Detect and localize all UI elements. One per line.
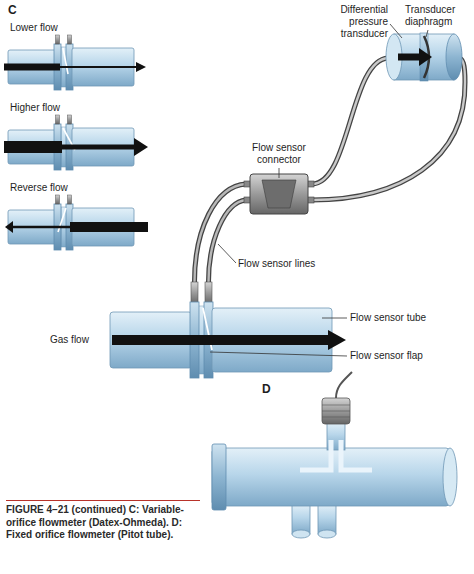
pitot-tube-flowmeter [322,417,350,418]
leader-lines [218,244,236,263]
flow-arrow [58,66,137,68]
leader-lines [322,318,347,319]
pitot-tube-flowmeter [322,411,350,412]
flow-arrow [12,226,72,229]
figure-caption: FIGURE 4–21 (continued) C: Variable-orif… [6,500,200,542]
pitot-tube-flowmeter [336,372,352,398]
flow-arrow [70,222,148,232]
flow-arrow [4,141,62,153]
part-label: Flow sensor tube [350,312,468,324]
flow-arrow [60,145,135,150]
flow-sensor-lines [195,58,466,282]
leader-lines [279,168,280,178]
flow-arrow [4,64,60,71]
flap [63,48,68,74]
condition-label: Reverse flow [10,182,100,194]
condition-label: Higher flow [10,102,100,114]
leader-lines [390,24,402,38]
flow-sensor-tube [191,282,198,304]
flow-sensor-lines [209,200,247,282]
part-label: Differential pressure transducer [322,4,388,40]
leader-lines [426,30,428,37]
flow-sensor-tube [110,282,346,378]
part-label: Flow sensor flap [350,350,468,362]
pitot-tube-flowmeter [212,372,457,538]
pitot-tube-flowmeter [300,440,331,470]
flap [58,208,66,232]
leader-lines [210,24,428,356]
pitot-tube-flowmeter [318,504,336,534]
leader-lines [210,352,347,356]
flow-sensor-lines [312,58,388,184]
pitot-tube-flowmeter [292,504,310,534]
higher-flow-tube [4,115,148,170]
differential-pressure-transducer [446,34,462,80]
part-label: Flow sensor lines [238,258,334,270]
pitot-tube-flowmeter [212,444,226,510]
panel-letter: D [262,383,282,395]
arrowhead [134,138,148,156]
flow-label: Gas flow [50,334,108,346]
gas-flow-arrow [112,335,330,345]
arrowhead [328,330,346,350]
pitot-tube-flowmeter [318,530,336,538]
panel-letter: C [8,4,28,16]
differential-pressure-transducer [394,34,454,80]
part-label: Flow sensor connector [246,142,312,166]
part-label: Transducer diaphragm [405,4,469,28]
pitot-tube-flowmeter [322,398,350,424]
pitot-tube-flowmeter [322,405,350,406]
differential-pressure-transducer [398,54,421,61]
pitot-tube-flowmeter [443,448,457,506]
condition-label: Lower flow [10,22,100,34]
differential-pressure-transducer [419,48,432,66]
differential-pressure-transducer [386,33,462,81]
flow-sensor-tube-small [8,35,134,90]
flow-sensor-connector [244,174,314,214]
flow-sensor-lines [312,58,388,184]
pitot-tube-flowmeter [341,440,372,470]
flow-sensor-tube [205,282,212,304]
lower-flow-tube [4,35,146,90]
pitot-tube-flowmeter [292,530,310,538]
flow-sensor-lines [209,200,247,282]
reverse-flow-tube [5,195,148,250]
flow-sensor-connector [262,180,296,208]
arrowhead [136,62,146,72]
flow-sensor-connector [250,174,308,214]
arrowhead [5,221,13,233]
